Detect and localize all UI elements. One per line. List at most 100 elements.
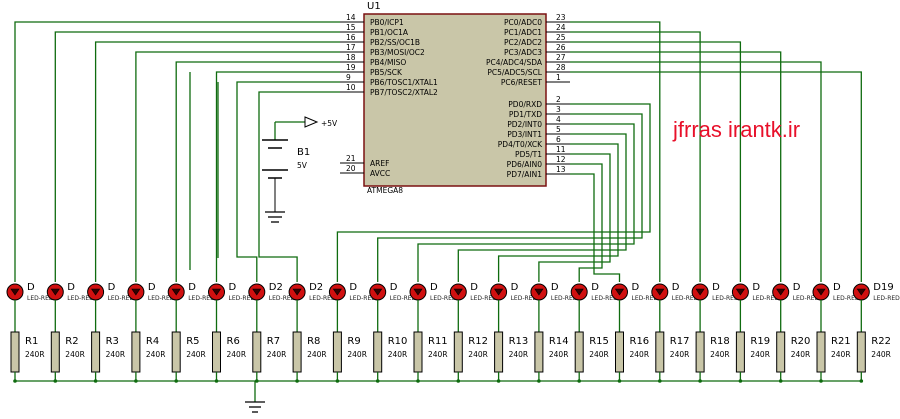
pc-net <box>570 21 661 282</box>
resistor-ref: R8 <box>307 336 320 347</box>
pin-name: PC2/ADC2 <box>504 38 542 47</box>
pb-net <box>54 31 340 282</box>
resistor-ref: R17 <box>670 336 690 347</box>
pin-number: 17 <box>346 43 356 52</box>
pc-net <box>570 51 782 282</box>
resistor-ref: R6 <box>227 336 240 347</box>
resistor-ref: R20 <box>791 336 811 347</box>
pin-number: 25 <box>556 33 566 42</box>
pin-name: PC6/RESET <box>501 78 543 87</box>
resistor-ref: R21 <box>831 336 851 347</box>
led-ref-label: D <box>511 282 519 293</box>
led-ref-label: D <box>188 282 196 293</box>
pin-name: PC4/ADC4/SDA <box>486 58 543 67</box>
pin-number: 1 <box>556 73 561 82</box>
led-diode-symbol <box>494 288 504 296</box>
led-ref-label: D <box>752 282 760 293</box>
pin-name: PB4/MISO <box>370 58 406 67</box>
resistor-value: 240R <box>347 350 367 359</box>
led-diode-symbol <box>332 288 342 296</box>
pin-number: 12 <box>556 155 566 164</box>
pin-number: 13 <box>556 165 566 174</box>
pin-name: AREF <box>370 159 389 168</box>
resistor-value: 240R <box>750 350 770 359</box>
resistor-ref: R5 <box>186 336 199 347</box>
led-diode-symbol <box>50 288 60 296</box>
led-diode-symbol <box>131 288 141 296</box>
pin-name: PD0/RXD <box>508 100 542 109</box>
resistor-value: 240R <box>227 350 247 359</box>
resistor-value: 240R <box>670 350 690 359</box>
led-ref-label: D <box>148 282 156 293</box>
led-sub-label: LED-RED <box>752 295 779 302</box>
led-sub-label: LED-RED <box>551 295 578 302</box>
resistor-value: 240R <box>106 350 126 359</box>
pd-net <box>417 123 635 282</box>
pin-number: 9 <box>346 73 351 82</box>
pin-name: PD5/T1 <box>515 150 542 159</box>
led-sub-label: LED-RED <box>712 295 739 302</box>
led-ref-label: D2 <box>309 282 323 293</box>
pd-net <box>570 173 621 282</box>
resistor-value: 240R <box>589 350 609 359</box>
pd-net <box>457 133 627 282</box>
resistor-body <box>735 331 745 373</box>
led-ref-label: D <box>67 282 75 293</box>
pin-name: AVCC <box>370 169 390 178</box>
led-diode-symbol <box>10 288 20 296</box>
led-diode-symbol <box>614 288 625 296</box>
resistor-body <box>10 331 20 373</box>
pin-name: PC0/ADC0 <box>504 18 542 27</box>
led-sub-label: LED-RED <box>390 295 417 302</box>
led-diode-symbol <box>816 288 826 296</box>
pin-number: 19 <box>346 63 356 72</box>
pin-number: 4 <box>556 115 561 124</box>
pb-net <box>215 71 340 282</box>
resistor-value: 240R <box>25 350 45 359</box>
resistor-body <box>856 331 866 373</box>
pd-net <box>538 153 611 282</box>
led-diode-symbol <box>534 288 544 296</box>
resistor-ref: R15 <box>589 336 609 347</box>
led-ref-label: D <box>712 282 720 293</box>
led-ref-label: D <box>27 282 35 293</box>
resistor-value: 240R <box>146 350 166 359</box>
pin-number: 27 <box>556 53 566 62</box>
resistor-ref: R13 <box>509 336 529 347</box>
led-diode-symbol <box>776 288 786 296</box>
led-diode-symbol <box>695 288 705 296</box>
pc-net <box>570 71 862 282</box>
pin-number: 28 <box>556 63 566 72</box>
led-diode-symbol <box>413 288 423 296</box>
pin-name: PD3/INT1 <box>507 130 542 139</box>
pin-name: PB0/ICP1 <box>370 18 404 27</box>
pin-name: PD1/TXD <box>509 110 542 119</box>
resistor-value: 240R <box>710 350 730 359</box>
resistor-body <box>816 331 826 373</box>
pb-net <box>236 81 340 282</box>
pb-net <box>94 41 340 282</box>
resistor-body <box>776 331 786 373</box>
pin-name: PB2/SS/OC1B <box>370 38 420 47</box>
pin-number: 14 <box>346 13 356 22</box>
led-ref-label: D <box>390 282 398 293</box>
pin-number: 20 <box>346 164 356 173</box>
pin-name: PC1/ADC1 <box>504 28 542 37</box>
vcc-label: +5V <box>321 119 338 128</box>
resistor-body <box>574 331 584 373</box>
resistor-ref: R19 <box>750 336 770 347</box>
led-sub-label: LED-RED <box>27 295 54 302</box>
resistor-value: 240R <box>791 350 811 359</box>
resistor-value: 240R <box>468 350 488 359</box>
led-ref-label: D <box>591 282 599 293</box>
pin-number: 18 <box>346 53 356 62</box>
led-sub-label: LED-RED <box>309 295 336 302</box>
led-sub-label: LED-RED <box>632 295 659 302</box>
pin-name: PC3/ADC3 <box>504 48 542 57</box>
chip-body <box>363 13 547 187</box>
pin-name: PB5/SCK <box>370 68 403 77</box>
resistor-body <box>292 331 302 373</box>
led-sub-label: LED-RED <box>269 295 296 302</box>
